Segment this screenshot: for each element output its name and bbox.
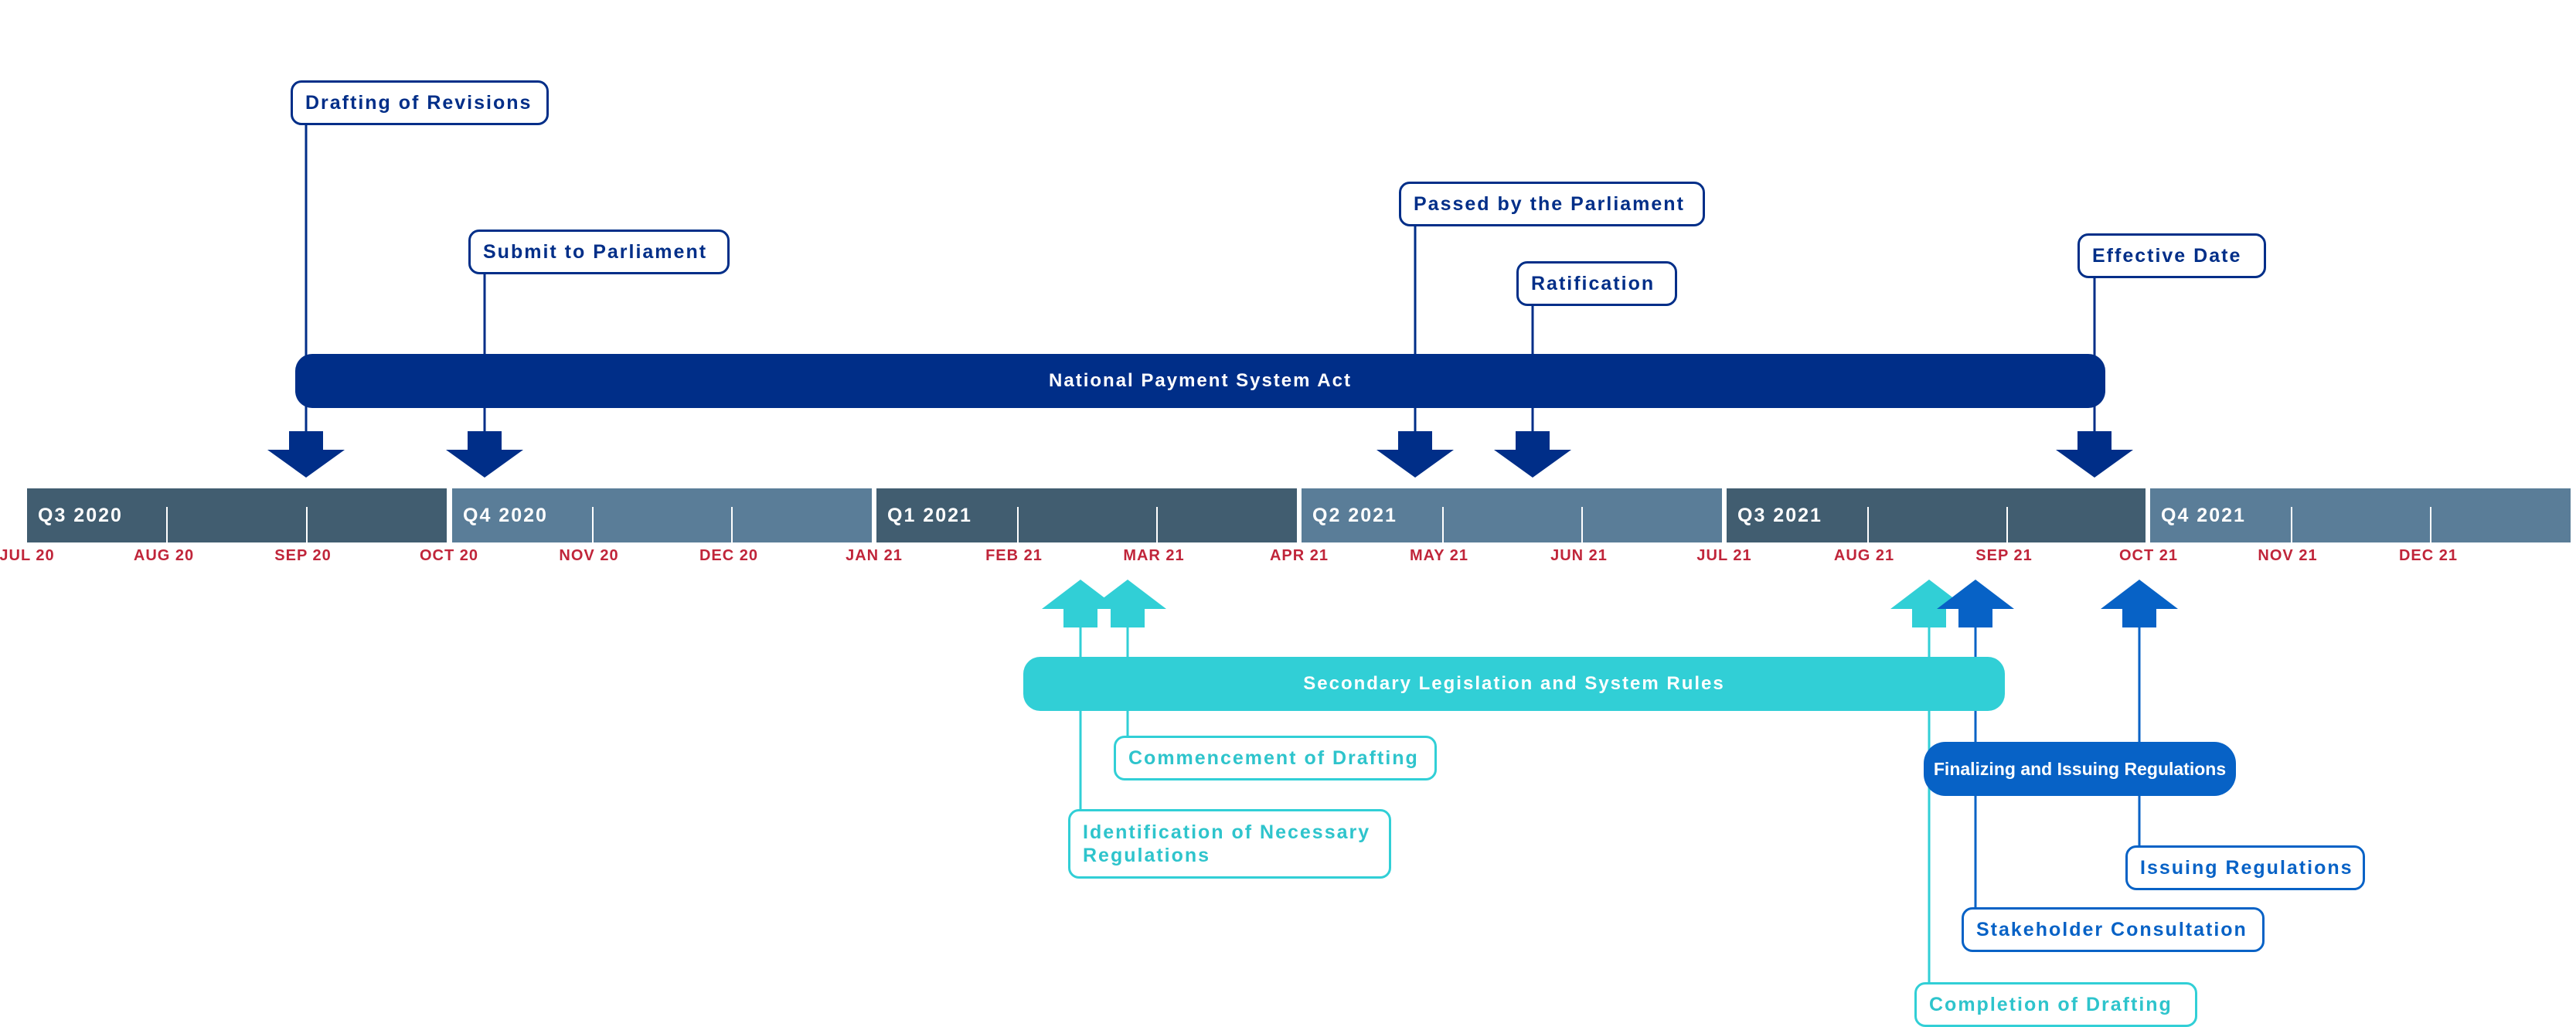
month-tick	[1581, 507, 1583, 542]
month-tick	[166, 507, 168, 542]
month-tick	[592, 507, 594, 542]
phase-bar-secondary-legislation: Secondary Legislation and System Rules	[1023, 657, 2005, 711]
arrow-down-icon	[1376, 431, 1454, 478]
month-label-feb-21: FEB 21	[985, 547, 1043, 564]
month-label-nov-21: NOV 21	[2258, 547, 2318, 564]
quarter-q1-2021: Q1 2021	[876, 488, 1297, 542]
month-label-oct-21: OCT 21	[2118, 547, 2179, 564]
month-label-dec-20: DEC 20	[699, 547, 759, 564]
phase-bar-national-payment-system-act: National Payment System Act	[295, 354, 2105, 408]
month-label-apr-21: APR 21	[1269, 547, 1329, 564]
month-label-jul-20: JUL 20	[0, 547, 55, 564]
month-label-may-21: MAY 21	[1409, 547, 1469, 564]
arrow-up-icon	[2101, 580, 2178, 627]
month-label-mar-21: MAR 21	[1123, 547, 1185, 564]
month-tick	[306, 507, 308, 542]
month-label-jun-21: JUN 21	[1550, 547, 1608, 564]
quarter-q3-2020: Q3 2020	[27, 488, 447, 542]
milestone-stakeholder-consultation: Stakeholder Consultation	[1962, 907, 2265, 952]
quarter-q4-2021: Q4 2021	[2150, 488, 2571, 542]
milestone-completion-of-drafting: Completion of Drafting	[1914, 982, 2197, 1027]
month-label-aug-21: AUG 21	[1833, 547, 1895, 564]
month-label-jul-21: JUL 21	[1696, 547, 1752, 564]
arrow-up-icon	[1937, 580, 2014, 627]
milestone-effective-date: Effective Date	[2077, 233, 2266, 278]
month-tick	[2291, 507, 2292, 542]
arrow-down-icon	[446, 431, 523, 478]
milestone-drafting-of-revisions: Drafting of Revisions	[291, 80, 549, 125]
arrow-down-icon	[2056, 431, 2133, 478]
month-tick	[2006, 507, 2008, 542]
milestone-identification-of-regulations: Identification of Necessary Regulations	[1068, 809, 1391, 879]
arrow-up-icon	[1042, 580, 1119, 627]
milestone-submit-to-parliament: Submit to Parliament	[468, 230, 730, 274]
month-tick	[1156, 507, 1158, 542]
milestone-passed-by-parliament: Passed by the Parliament	[1399, 182, 1705, 226]
milestone-issuing-regulations: Issuing Regulations	[2125, 845, 2365, 890]
month-label-sep-21: SEP 21	[1975, 547, 2033, 564]
month-label-aug-20: AUG 20	[133, 547, 195, 564]
month-label-nov-20: NOV 20	[559, 547, 619, 564]
quarter-q2-2021: Q2 2021	[1302, 488, 1722, 542]
month-label-jan-21: JAN 21	[846, 547, 903, 564]
quarter-q4-2020: Q4 2020	[452, 488, 872, 542]
arrow-up-icon	[1890, 580, 1968, 627]
arrow-down-icon	[1494, 431, 1571, 478]
month-tick	[731, 507, 733, 542]
milestone-commencement-of-drafting: Commencement of Drafting	[1114, 736, 1437, 780]
month-label-oct-20: OCT 20	[419, 547, 479, 564]
arrow-up-icon	[1089, 580, 1166, 627]
month-tick	[1017, 507, 1019, 542]
month-tick	[2430, 507, 2431, 542]
month-label-dec-21: DEC 21	[2398, 547, 2459, 564]
month-tick	[1867, 507, 1869, 542]
month-label-sep-20: SEP 20	[274, 547, 332, 564]
quarter-q3-2021: Q3 2021	[1727, 488, 2146, 542]
milestone-ratification: Ratification	[1516, 261, 1677, 306]
month-tick	[1442, 507, 1444, 542]
phase-bar-finalizing-regulations: Finalizing and Issuing Regulations	[1924, 742, 2236, 796]
arrow-down-icon	[267, 431, 345, 478]
